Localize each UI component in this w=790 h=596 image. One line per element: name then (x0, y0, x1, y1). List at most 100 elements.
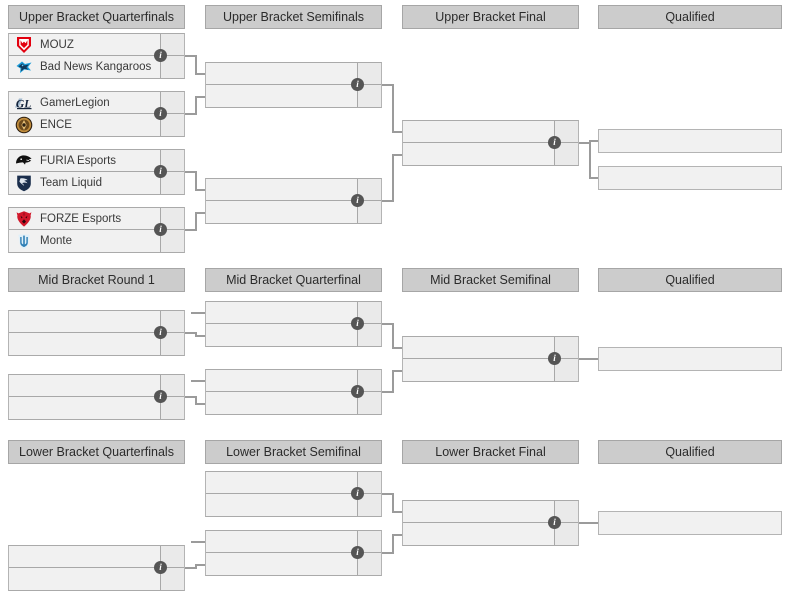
match-opponent[interactable] (206, 370, 381, 392)
team-logo-placeholder (211, 532, 231, 552)
match-info-icon[interactable]: i (351, 317, 364, 330)
match-opponent[interactable] (206, 302, 381, 324)
match-info-icon[interactable]: i (351, 78, 364, 91)
match-opponent[interactable] (9, 568, 184, 590)
team-cell (206, 85, 357, 107)
match-lbqf1[interactable] (8, 545, 185, 591)
match-opponent[interactable]: Team Liquid (9, 172, 184, 194)
match-opponent[interactable] (206, 392, 381, 414)
match-info-icon[interactable]: i (548, 136, 561, 149)
match-opponent[interactable] (206, 63, 381, 85)
qualified-slot[interactable] (598, 511, 782, 535)
forze-logo (14, 209, 34, 229)
match-opponent[interactable] (206, 201, 381, 223)
match-opponent[interactable] (9, 311, 184, 333)
match-opponent[interactable] (403, 143, 578, 165)
team-logo-placeholder (14, 376, 34, 396)
connector-line (382, 323, 392, 325)
team-cell (403, 523, 554, 545)
match-opponent[interactable]: FORZE Esports (9, 208, 184, 230)
match-opponent[interactable] (206, 179, 381, 201)
match-opponent[interactable] (9, 333, 184, 355)
connector-line (195, 95, 197, 115)
match-opponent[interactable]: MOUZ (9, 34, 184, 56)
team-cell: ENCE (9, 114, 160, 136)
match-info-icon[interactable]: i (154, 390, 167, 403)
match-opponent[interactable] (206, 324, 381, 346)
team-logo-placeholder (408, 502, 428, 522)
team-cell: GL GamerLegion (9, 92, 160, 113)
match-opponent[interactable] (9, 375, 184, 397)
match-opponent[interactable] (206, 472, 381, 494)
match-ubsf1[interactable] (205, 62, 382, 108)
team-cell (206, 553, 357, 575)
match-opponent[interactable] (206, 494, 381, 516)
match-opponent[interactable] (403, 501, 578, 523)
team-liquid-logo (14, 173, 34, 193)
round-header: Lower Bracket Semifinal (205, 440, 382, 464)
match-info-icon[interactable]: i (351, 385, 364, 398)
match-info-icon[interactable]: i (351, 487, 364, 500)
connector-line (579, 358, 598, 360)
match-info-icon[interactable]: i (154, 49, 167, 62)
match-opponent[interactable]: FURIA Esports (9, 150, 184, 172)
match-ubqf4[interactable]: FORZE Esports Monte (8, 207, 185, 253)
match-opponent[interactable] (403, 337, 578, 359)
team-cell (9, 333, 160, 355)
gamerlegion-logo: GL (14, 93, 34, 113)
match-info-icon[interactable]: i (154, 326, 167, 339)
team-score (160, 150, 184, 171)
qualified-slot[interactable] (598, 129, 782, 153)
furia-logo (14, 151, 34, 171)
team-cell: FORZE Esports (9, 208, 160, 229)
match-opponent[interactable] (403, 523, 578, 545)
match-info-icon[interactable]: i (154, 107, 167, 120)
team-name: GamerLegion (40, 96, 110, 109)
match-opponent[interactable]: Monte (9, 230, 184, 252)
connector-line (392, 533, 402, 536)
match-opponent[interactable] (403, 359, 578, 381)
match-opponent[interactable] (206, 553, 381, 575)
match-mbqf2[interactable] (205, 369, 382, 415)
match-opponent[interactable] (206, 531, 381, 553)
team-score (160, 56, 184, 78)
match-opponent[interactable] (9, 397, 184, 419)
connector-line (195, 188, 205, 191)
round-header: Qualified (598, 5, 782, 29)
team-score (160, 92, 184, 113)
team-cell (9, 546, 160, 567)
team-cell (9, 311, 160, 332)
monte-logo (14, 231, 34, 251)
team-score (357, 472, 381, 493)
team-score (357, 85, 381, 107)
connector-line (195, 211, 205, 214)
connector-line (589, 140, 591, 179)
match-info-icon[interactable]: i (548, 352, 561, 365)
match-opponent[interactable]: GL GamerLegion (9, 92, 184, 114)
match-info-icon[interactable]: i (548, 516, 561, 529)
team-cell (206, 531, 357, 552)
match-info-icon[interactable]: i (154, 165, 167, 178)
match-opponent[interactable]: Bad News Kangaroos (9, 56, 184, 78)
match-opponent[interactable] (9, 546, 184, 568)
team-score (160, 34, 184, 55)
team-logo-placeholder (408, 524, 428, 544)
match-info-icon[interactable]: i (154, 223, 167, 236)
match-info-icon[interactable]: i (351, 546, 364, 559)
match-opponent[interactable] (206, 85, 381, 107)
connector-line (392, 130, 402, 133)
connector-line (589, 177, 598, 179)
team-cell (403, 359, 554, 381)
connector-line (191, 540, 205, 543)
team-name: ENCE (40, 119, 72, 131)
connector-line (185, 229, 195, 231)
connector-line (392, 346, 402, 349)
round-header: Qualified (598, 440, 782, 464)
team-cell (206, 179, 357, 200)
match-info-icon[interactable]: i (154, 561, 167, 574)
qualified-slot[interactable] (598, 347, 782, 371)
match-info-icon[interactable]: i (351, 194, 364, 207)
match-opponent[interactable] (403, 121, 578, 143)
match-opponent[interactable]: ENCE (9, 114, 184, 136)
qualified-slot[interactable] (598, 166, 782, 190)
